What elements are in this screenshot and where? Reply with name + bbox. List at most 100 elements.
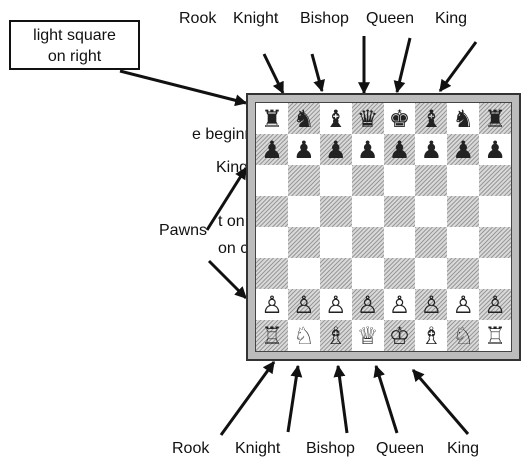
- white-bishop-icon: ♗: [325, 324, 347, 348]
- light-square-callout: light square on right: [9, 20, 140, 70]
- white-pawn-icon: ♙: [421, 293, 443, 317]
- black-bishop-icon: ♝: [325, 107, 347, 131]
- light-square: [415, 258, 447, 289]
- white-pawn-square: ♙: [352, 289, 384, 320]
- white-rook-square: ♖: [256, 320, 288, 351]
- dark-square: [415, 227, 447, 258]
- black-pawn-icon: ♟: [421, 138, 443, 162]
- dark-square: [352, 227, 384, 258]
- dark-square: [352, 165, 384, 196]
- white-pawn-icon: ♙: [325, 293, 347, 317]
- top-label-knight: Knight: [233, 11, 278, 27]
- light-square: [415, 196, 447, 227]
- black-pawn-icon: ♟: [357, 138, 379, 162]
- white-king-icon: ♔: [389, 324, 411, 348]
- dark-square: [288, 165, 320, 196]
- black-queen-square: ♛: [352, 103, 384, 134]
- top-label-king: King: [435, 11, 467, 27]
- white-pawn-icon: ♙: [293, 293, 315, 317]
- side-label-pawns: Pawns: [159, 223, 207, 239]
- dark-square: [384, 258, 416, 289]
- black-pawn-square: ♟: [320, 134, 352, 165]
- bottom-label-king: King: [447, 441, 479, 457]
- black-pawn-square: ♟: [479, 134, 511, 165]
- dark-square: [479, 227, 511, 258]
- white-pawn-icon: ♙: [261, 293, 283, 317]
- top-label-bishop: Bishop: [300, 11, 349, 27]
- black-rook-icon: ♜: [261, 107, 283, 131]
- white-knight-icon: ♘: [452, 324, 474, 348]
- dark-square: [256, 258, 288, 289]
- light-square: [479, 258, 511, 289]
- white-king-square: ♔: [384, 320, 416, 351]
- black-knight-icon: ♞: [452, 107, 474, 131]
- black-pawn-icon: ♟: [484, 138, 506, 162]
- white-queen-square: ♕: [352, 320, 384, 351]
- bottom-label-bishop: Bishop: [306, 441, 355, 457]
- dark-square: [447, 258, 479, 289]
- arrow-bottom-knight: [288, 366, 298, 432]
- black-knight-square: ♞: [447, 103, 479, 134]
- light-square: [352, 258, 384, 289]
- light-square: [479, 196, 511, 227]
- black-pawn-square: ♟: [384, 134, 416, 165]
- white-bishop-square: ♗: [415, 320, 447, 351]
- arrow-bottom-bishop: [338, 366, 347, 433]
- white-pawn-square: ♙: [384, 289, 416, 320]
- white-pawn-square: ♙: [447, 289, 479, 320]
- black-rook-square: ♜: [256, 103, 288, 134]
- black-knight-icon: ♞: [293, 107, 315, 131]
- light-square: [447, 165, 479, 196]
- white-pawn-icon: ♙: [389, 293, 411, 317]
- black-pawn-square: ♟: [415, 134, 447, 165]
- black-bishop-square: ♝: [320, 103, 352, 134]
- arrow-pawns-down: [209, 261, 246, 298]
- light-square: [256, 227, 288, 258]
- black-pawn-icon: ♟: [293, 138, 315, 162]
- callout-line-1: light square: [11, 25, 138, 46]
- black-pawn-icon: ♟: [325, 138, 347, 162]
- black-pawn-icon: ♟: [389, 138, 411, 162]
- black-pawn-square: ♟: [288, 134, 320, 165]
- light-square: [288, 258, 320, 289]
- arrow-bottom-queen: [376, 366, 397, 433]
- light-square: [288, 196, 320, 227]
- black-knight-square: ♞: [288, 103, 320, 134]
- light-square: [447, 227, 479, 258]
- dark-square: [415, 165, 447, 196]
- white-pawn-square: ♙: [288, 289, 320, 320]
- black-bishop-icon: ♝: [421, 107, 443, 131]
- black-pawn-square: ♟: [256, 134, 288, 165]
- dark-square: [320, 258, 352, 289]
- black-pawn-square: ♟: [352, 134, 384, 165]
- black-king-square: ♚: [384, 103, 416, 134]
- white-pawn-icon: ♙: [484, 293, 506, 317]
- white-queen-icon: ♕: [357, 324, 379, 348]
- white-pawn-square: ♙: [415, 289, 447, 320]
- white-pawn-square: ♙: [256, 289, 288, 320]
- top-label-rook: Rook: [179, 11, 216, 27]
- bottom-label-knight: Knight: [235, 441, 280, 457]
- bottom-label-rook: Rook: [172, 441, 209, 457]
- black-king-icon: ♚: [389, 107, 411, 131]
- light-square: [384, 165, 416, 196]
- light-square: [256, 165, 288, 196]
- white-pawn-icon: ♙: [452, 293, 474, 317]
- white-bishop-square: ♗: [320, 320, 352, 351]
- black-rook-square: ♜: [479, 103, 511, 134]
- white-rook-icon: ♖: [261, 324, 283, 348]
- light-square: [352, 196, 384, 227]
- black-bishop-square: ♝: [415, 103, 447, 134]
- dark-square: [256, 196, 288, 227]
- white-knight-icon: ♘: [293, 324, 315, 348]
- chess-board: ♜♞♝♛♚♝♞♜♟♟♟♟♟♟♟♟♙♙♙♙♙♙♙♙♖♘♗♕♔♗♘♖: [246, 93, 521, 361]
- arrow-top-king: [440, 42, 476, 91]
- light-square: [320, 227, 352, 258]
- dark-square: [288, 227, 320, 258]
- light-square: [384, 227, 416, 258]
- white-pawn-icon: ♙: [357, 293, 379, 317]
- black-pawn-square: ♟: [447, 134, 479, 165]
- arrow-callout: [120, 71, 246, 103]
- dark-square: [320, 196, 352, 227]
- dark-square: [447, 196, 479, 227]
